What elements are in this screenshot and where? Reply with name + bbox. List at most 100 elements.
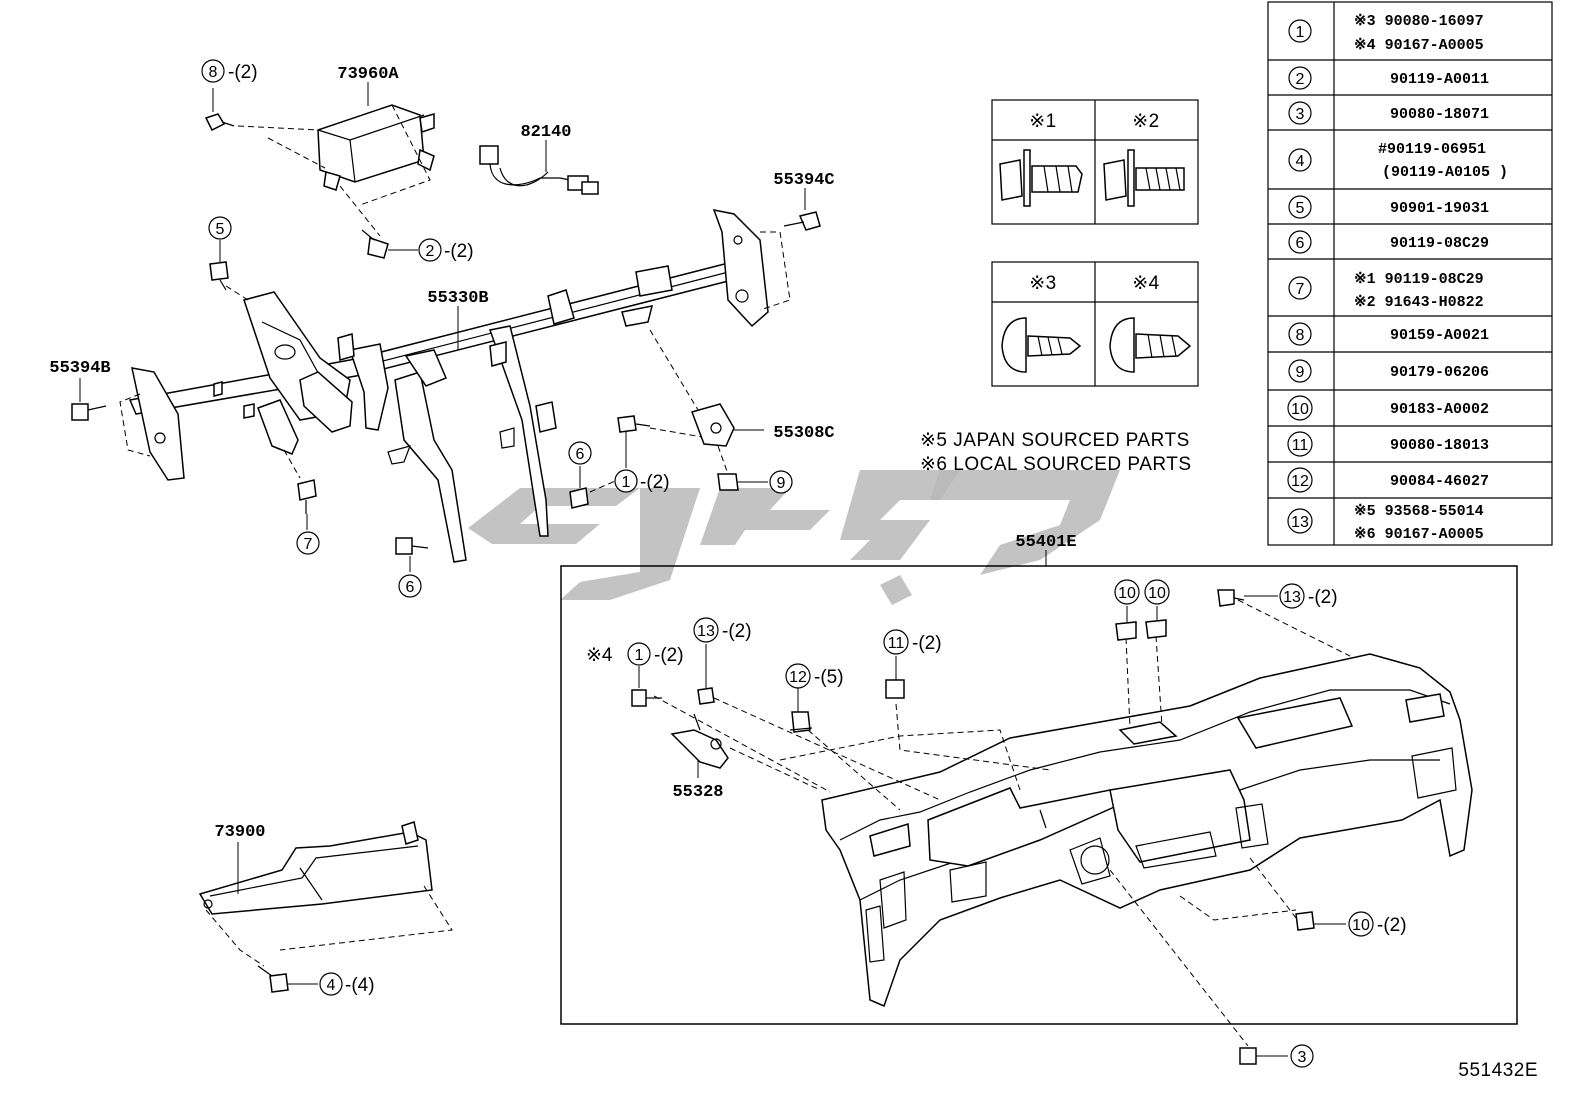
svg-text:※2 91643-H0822: ※2 91643-H0822 [1354,294,1484,311]
bolt-1-left [631,666,662,707]
svg-text:-(2): -(2) [228,62,258,83]
clip-12 [789,688,813,733]
parts-table: 1 ※3 90080-16097 ※4 90167-A0005 2 90119-… [1267,1,1553,546]
table-row: 1 ※3 90080-16097 ※4 90167-A0005 [1288,13,1484,54]
svg-text:13: 13 [1291,514,1309,531]
svg-text:3: 3 [1296,106,1305,123]
callout-10-low: 10 -(2) [1348,911,1407,937]
nut-11 [885,656,905,699]
table-row: 6 90119-08C29 [1288,230,1489,254]
callout-12: 12 -(5) [785,663,844,689]
bolt-3 [1239,1047,1288,1065]
label-55328: 55328 [672,783,723,802]
legend-2-label: ※2 [1132,111,1160,132]
bolt-13-top [1217,589,1278,607]
bolt-6-b [395,537,429,572]
callout-11: 11 -(2) [883,629,942,655]
install-lines-beam [119,231,791,493]
svg-text:90159-A0021: 90159-A0021 [1390,327,1489,344]
svg-text:90119-08C29: 90119-08C29 [1390,235,1489,252]
svg-text:-(2): -(2) [1308,587,1338,608]
callout-1-left: ※4 1 -(2) [586,642,684,666]
table-row: 10 90183-A0002 [1287,395,1489,421]
callout-6-a: 6 [568,441,592,465]
airbag-assembly [237,82,435,237]
svg-text:1: 1 [1296,24,1305,41]
table-row: 13 ※5 93568-55014 ※6 90167-A0005 [1287,503,1484,543]
install-lines-panel [653,599,1351,1047]
svg-text:11: 11 [888,635,905,652]
brace-55308c [691,403,764,447]
svg-text:90179-06206: 90179-06206 [1390,364,1489,381]
svg-text:4: 4 [1296,153,1305,170]
wire-harness [479,140,599,195]
svg-text:-(2): -(2) [640,472,670,493]
svg-text:-(2): -(2) [912,633,942,654]
callout-10-a: 10 [1114,579,1140,605]
bolt-8-top [204,88,235,132]
table-row: 11 90080-18013 [1287,431,1489,457]
legend-box-3-4: ※3 ※4 [991,261,1199,387]
svg-text:※1 90119-08C29: ※1 90119-08C29 [1354,271,1484,288]
label-55394c: 55394C [773,171,834,190]
svg-text:2: 2 [426,243,435,260]
svg-text:90080-18071: 90080-18071 [1390,106,1489,123]
watermark [468,470,1120,605]
svg-text:1: 1 [622,474,631,491]
svg-text:-(2): -(2) [444,241,474,262]
svg-text:90084-46027: 90084-46027 [1390,473,1489,490]
svg-text:11: 11 [1292,437,1309,454]
svg-text:6: 6 [1296,235,1305,252]
svg-text:5: 5 [216,221,225,238]
table-row: 12 90084-46027 [1287,467,1489,493]
svg-text:#90119-06951: #90119-06951 [1378,141,1486,158]
bolt-5 [209,240,229,291]
svg-text:12: 12 [789,669,807,686]
svg-text:2: 2 [1296,71,1305,88]
svg-text:10: 10 [1291,401,1309,418]
callout-10-b: 10 [1144,579,1170,605]
diagram-code: 551432E [1458,1060,1538,1081]
callout-1-brace: 1 -(2) [614,469,670,493]
svg-text:90119-A0011: 90119-A0011 [1390,71,1489,88]
callout-5: 5 [208,216,232,240]
bolt-6-a [569,466,589,509]
svg-text:5: 5 [1296,200,1305,217]
table-row: 9 90179-06206 [1288,359,1489,383]
callout-13-left: 13 -(2) [693,617,752,643]
bolt-4-cover [257,965,318,993]
nut-9 [717,473,768,491]
svg-text:13: 13 [697,623,715,640]
svg-text:-(4): -(4) [345,975,375,996]
callout-6-b: 6 [398,574,422,598]
svg-text:7: 7 [1296,281,1305,298]
bolt-1-brace [617,415,651,468]
bolt-7 [297,479,317,530]
bolt-55394c [783,188,821,231]
svg-text:-(2): -(2) [1377,915,1407,936]
panel-frame [560,550,1518,1025]
svg-text:-(5): -(5) [814,667,844,688]
note-local-sourced: ※6 LOCAL SOURCED PARTS [920,454,1192,475]
nut-10-a [1115,606,1137,641]
table-row: 3 90080-18071 [1288,101,1489,125]
label-55330b: 55330B [427,289,488,308]
svg-text:10: 10 [1352,917,1370,934]
nut-10-b [1145,606,1167,639]
svg-text:(90119-A0105 ): (90119-A0105 ) [1382,164,1508,181]
svg-text:8: 8 [209,64,218,81]
legend-4-label: ※4 [1132,273,1160,294]
svg-text:6: 6 [576,446,585,463]
svg-text:9: 9 [777,475,786,492]
table-row: 7 ※1 90119-08C29 ※2 91643-H0822 [1288,271,1484,311]
legend-1-label: ※1 [1029,111,1057,132]
svg-text:13: 13 [1283,589,1301,606]
table-row: 2 90119-A0011 [1288,66,1489,90]
svg-text:12: 12 [1291,473,1309,490]
bolt-13-left [697,644,715,705]
label-82140: 82140 [520,123,571,142]
svg-text:※4 90167-A0005: ※4 90167-A0005 [1354,37,1484,54]
legend-box-1-2: ※1 ※2 [991,99,1199,225]
svg-text:8: 8 [1296,327,1305,344]
